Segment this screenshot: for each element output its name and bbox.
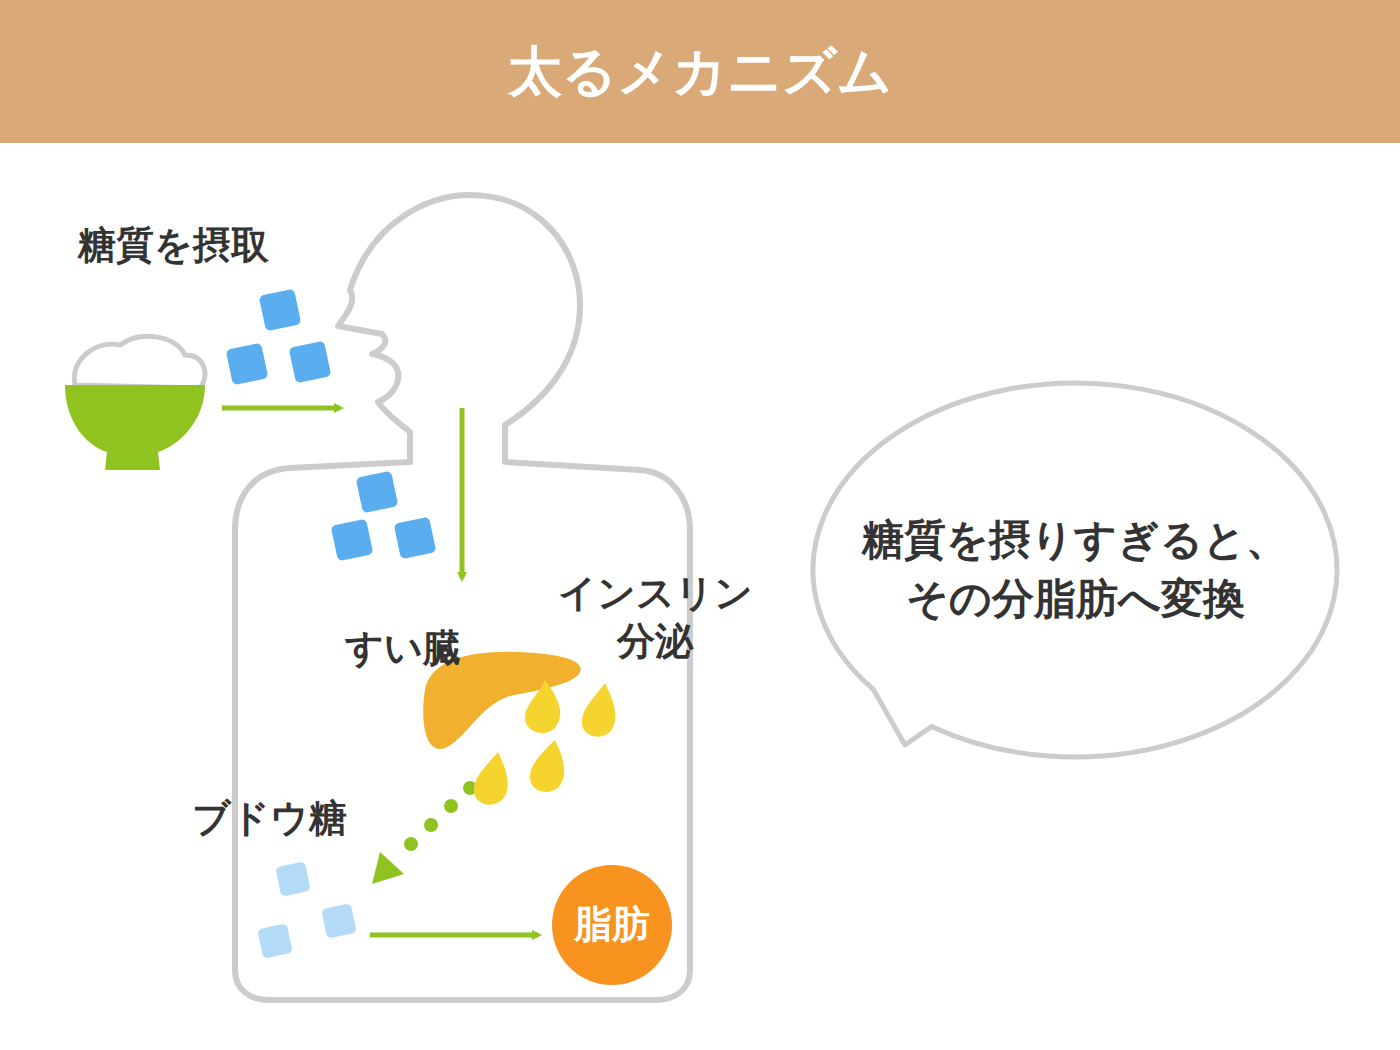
annotation-label: 糖質を摂取 <box>78 222 269 270</box>
fat-circle: 脂肪 <box>552 865 672 985</box>
node-text: 脂肪 <box>574 898 650 951</box>
speech-bubble: 糖質を摂りすぎると、 その分脂肪へ変換 <box>810 380 1340 760</box>
annotation-label: ブドウ糖 <box>192 795 347 843</box>
glucose-cubes <box>257 861 357 959</box>
bubble-outline <box>813 383 1337 757</box>
sugar-cubes <box>226 289 437 562</box>
rice-bowl <box>65 336 205 470</box>
node-text: 脂肪 <box>574 898 650 951</box>
annotation-label: すい臓 <box>345 625 461 673</box>
node-text: 糖質を摂りすぎると、 その分脂肪へ変換 <box>850 511 1300 629</box>
speech-bubble-shape <box>810 380 1340 760</box>
insulin-drops <box>474 680 616 805</box>
title: 太るメカニズム <box>0 0 1400 143</box>
circle-fill <box>552 865 672 985</box>
node-text: 糖質を摂りすぎると、 その分脂肪へ変換 <box>850 511 1300 629</box>
annotation-label: インスリン 分泌 <box>550 570 760 665</box>
dotted-arrow <box>372 781 477 884</box>
